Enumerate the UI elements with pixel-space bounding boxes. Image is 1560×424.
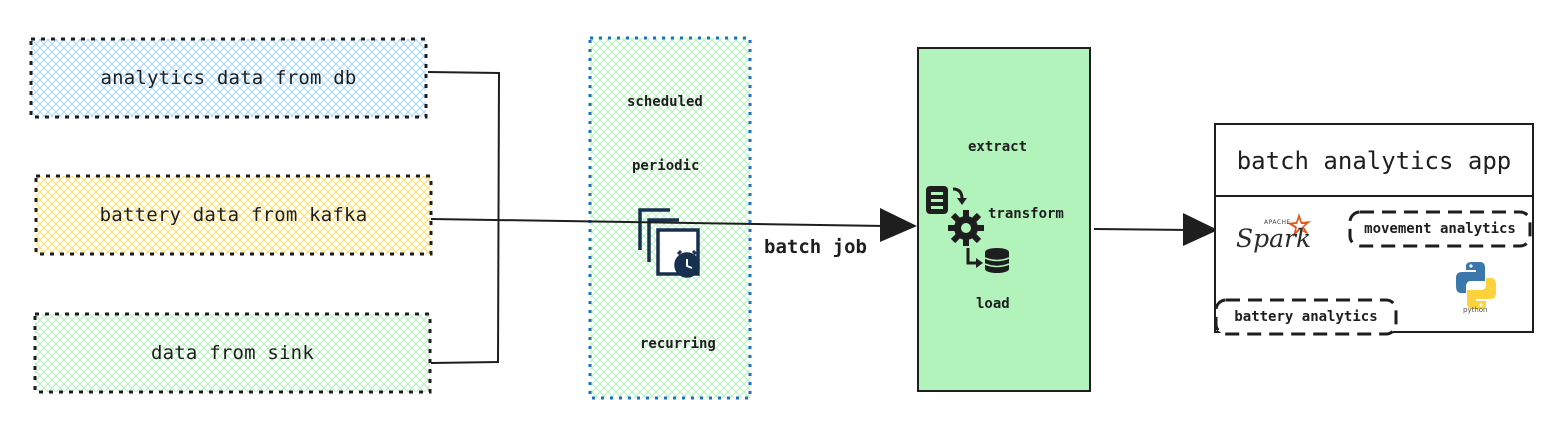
etl-to-app-arrow — [1093, 213, 1218, 246]
source-label-kafka: battery data from kafka — [99, 204, 368, 226]
python-logo-icon — [1456, 262, 1496, 309]
movement-analytics-label: movement analytics — [1364, 221, 1516, 237]
battery-analytics-label: battery analytics — [1234, 309, 1378, 325]
etl-step-extract: extract — [968, 139, 1028, 155]
scheduler-item-recurring: recurring — [640, 336, 716, 352]
clock-calendar-icon — [638, 208, 700, 278]
scheduler-item-periodic: periodic — [632, 158, 700, 174]
movement-analytics-pill[interactable] — [1348, 210, 1532, 248]
etl-pipeline-icon — [926, 186, 1010, 273]
spark-star-icon — [1287, 213, 1311, 237]
python-logo-caption: python — [1463, 306, 1488, 314]
etl-step-load: load — [976, 296, 1010, 312]
source-bracket — [427, 71, 501, 364]
scheduler-panel[interactable] — [588, 36, 752, 400]
batch-job-label: batch job — [764, 236, 867, 258]
source-box-kafka[interactable] — [34, 174, 433, 256]
source-box-sink[interactable] — [33, 312, 432, 394]
spark-logo-wordmark: Spark — [1236, 224, 1312, 253]
battery-analytics-pill[interactable] — [1214, 298, 1398, 336]
source-box-db[interactable] — [29, 37, 428, 119]
source-label-db: analytics data from db — [100, 67, 357, 89]
scheduler-item-scheduled: scheduled — [627, 94, 703, 110]
spark-logo-prefix: APACHE — [1264, 219, 1291, 226]
app-title: batch analytics app — [1236, 147, 1512, 175]
etl-step-transform: transform — [988, 206, 1064, 222]
app-title-box — [1214, 123, 1534, 197]
batch-job-arrow — [430, 208, 917, 242]
etl-box[interactable] — [917, 47, 1091, 392]
source-label-sink: data from sink — [151, 342, 314, 364]
